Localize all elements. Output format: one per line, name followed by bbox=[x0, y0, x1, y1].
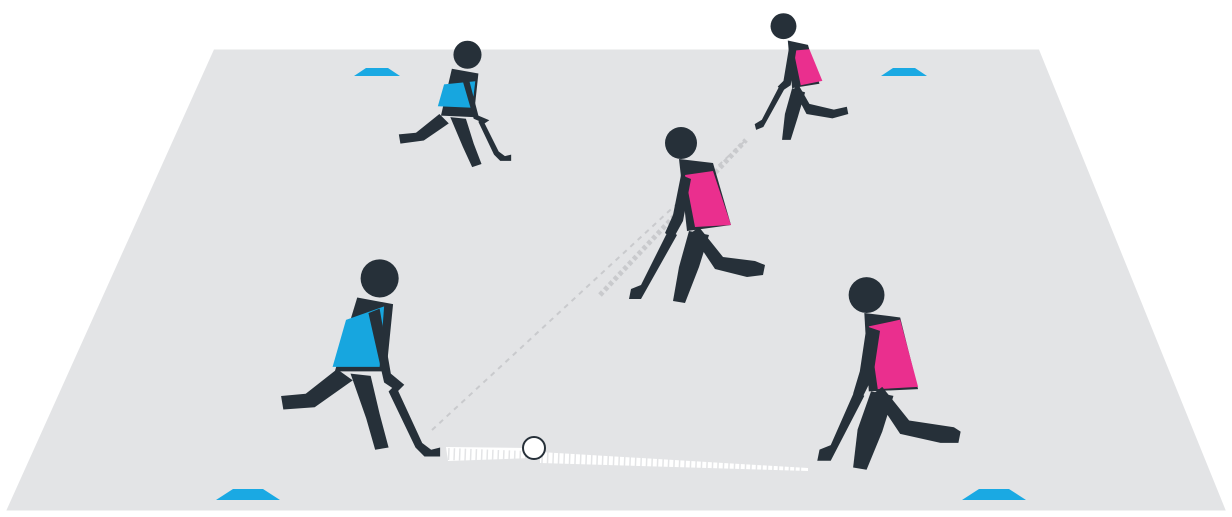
hockey-ball-icon bbox=[523, 437, 545, 459]
